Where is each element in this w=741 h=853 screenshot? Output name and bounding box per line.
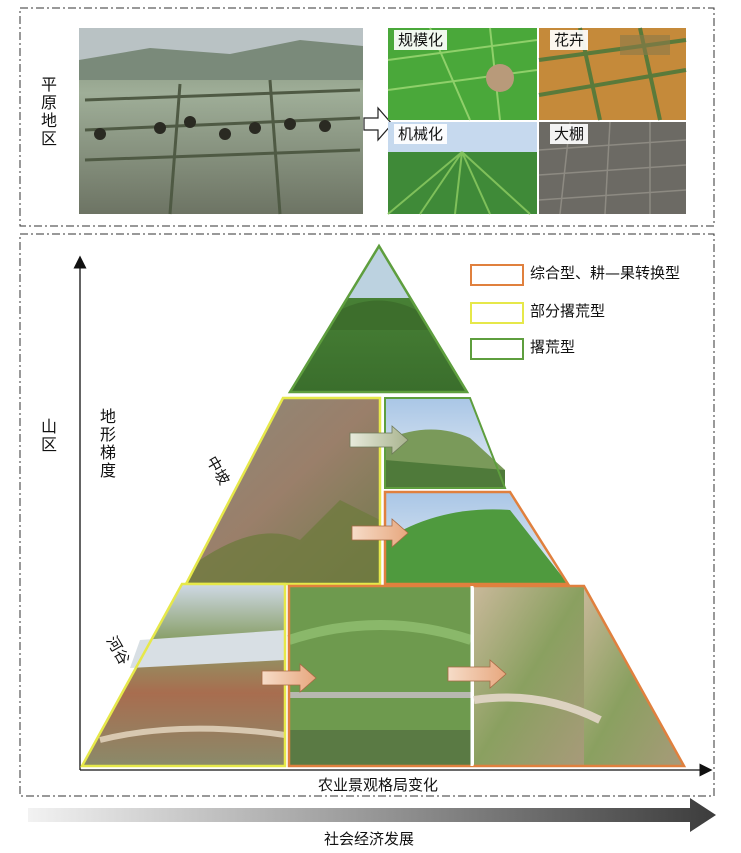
legend-swatch-integrated xyxy=(470,264,524,286)
middle-abandon-arrow xyxy=(349,425,409,455)
photo-label-flowers: 花卉 xyxy=(550,30,589,50)
middle-after-border-abandoned xyxy=(384,397,507,489)
legend-swatch-partial xyxy=(470,302,524,324)
legend-label-partial: 部分撂荒型 xyxy=(530,302,606,320)
legend-swatch-abandoned xyxy=(470,338,524,360)
y-axis-label: 地形梯度 xyxy=(97,408,116,480)
valley-integrated-photo xyxy=(287,586,473,766)
middle-slope-border-partial xyxy=(183,396,382,586)
middle-slope-after-photo xyxy=(385,398,505,488)
plain-region-label: 平原地区 xyxy=(38,76,57,148)
valley-border-integrated xyxy=(287,584,687,768)
photo-label-greenhouse: 大棚 xyxy=(550,124,589,144)
legend-label-integrated: 综合型、耕—果转换型 xyxy=(530,264,681,282)
middle-slope-orchard-photo xyxy=(385,492,568,584)
middle-slope-photo xyxy=(186,398,380,584)
mountain-panel-frame xyxy=(19,233,715,797)
photo-label-scale: 规模化 xyxy=(394,30,448,50)
upper-slope-border-abandoned xyxy=(287,243,470,394)
valley-border-partial xyxy=(79,582,287,768)
paddy-planting-photo xyxy=(79,28,363,215)
plain-panel-frame xyxy=(19,7,715,227)
photo-label-mechanized: 机械化 xyxy=(394,124,448,144)
legend-label-abandoned: 撂荒型 xyxy=(530,338,576,356)
valley-transform-arrow-1 xyxy=(261,663,317,693)
socioeconomic-label: 社会经济发展 xyxy=(324,830,415,848)
middle-transform-arrow xyxy=(351,518,409,548)
valley-transform-arrow-2 xyxy=(447,659,507,689)
valley-photo xyxy=(82,584,286,766)
x-axis-label: 农业景观格局变化 xyxy=(318,776,439,794)
socioeconomic-arrow xyxy=(28,798,716,832)
valley-orchard-photo xyxy=(473,586,684,766)
plain-transition-arrow xyxy=(363,106,393,142)
middle-orchard-border-integrated xyxy=(383,490,571,586)
mountain-region-label: 山区 xyxy=(38,418,57,454)
upper-slope-photo xyxy=(290,246,467,392)
